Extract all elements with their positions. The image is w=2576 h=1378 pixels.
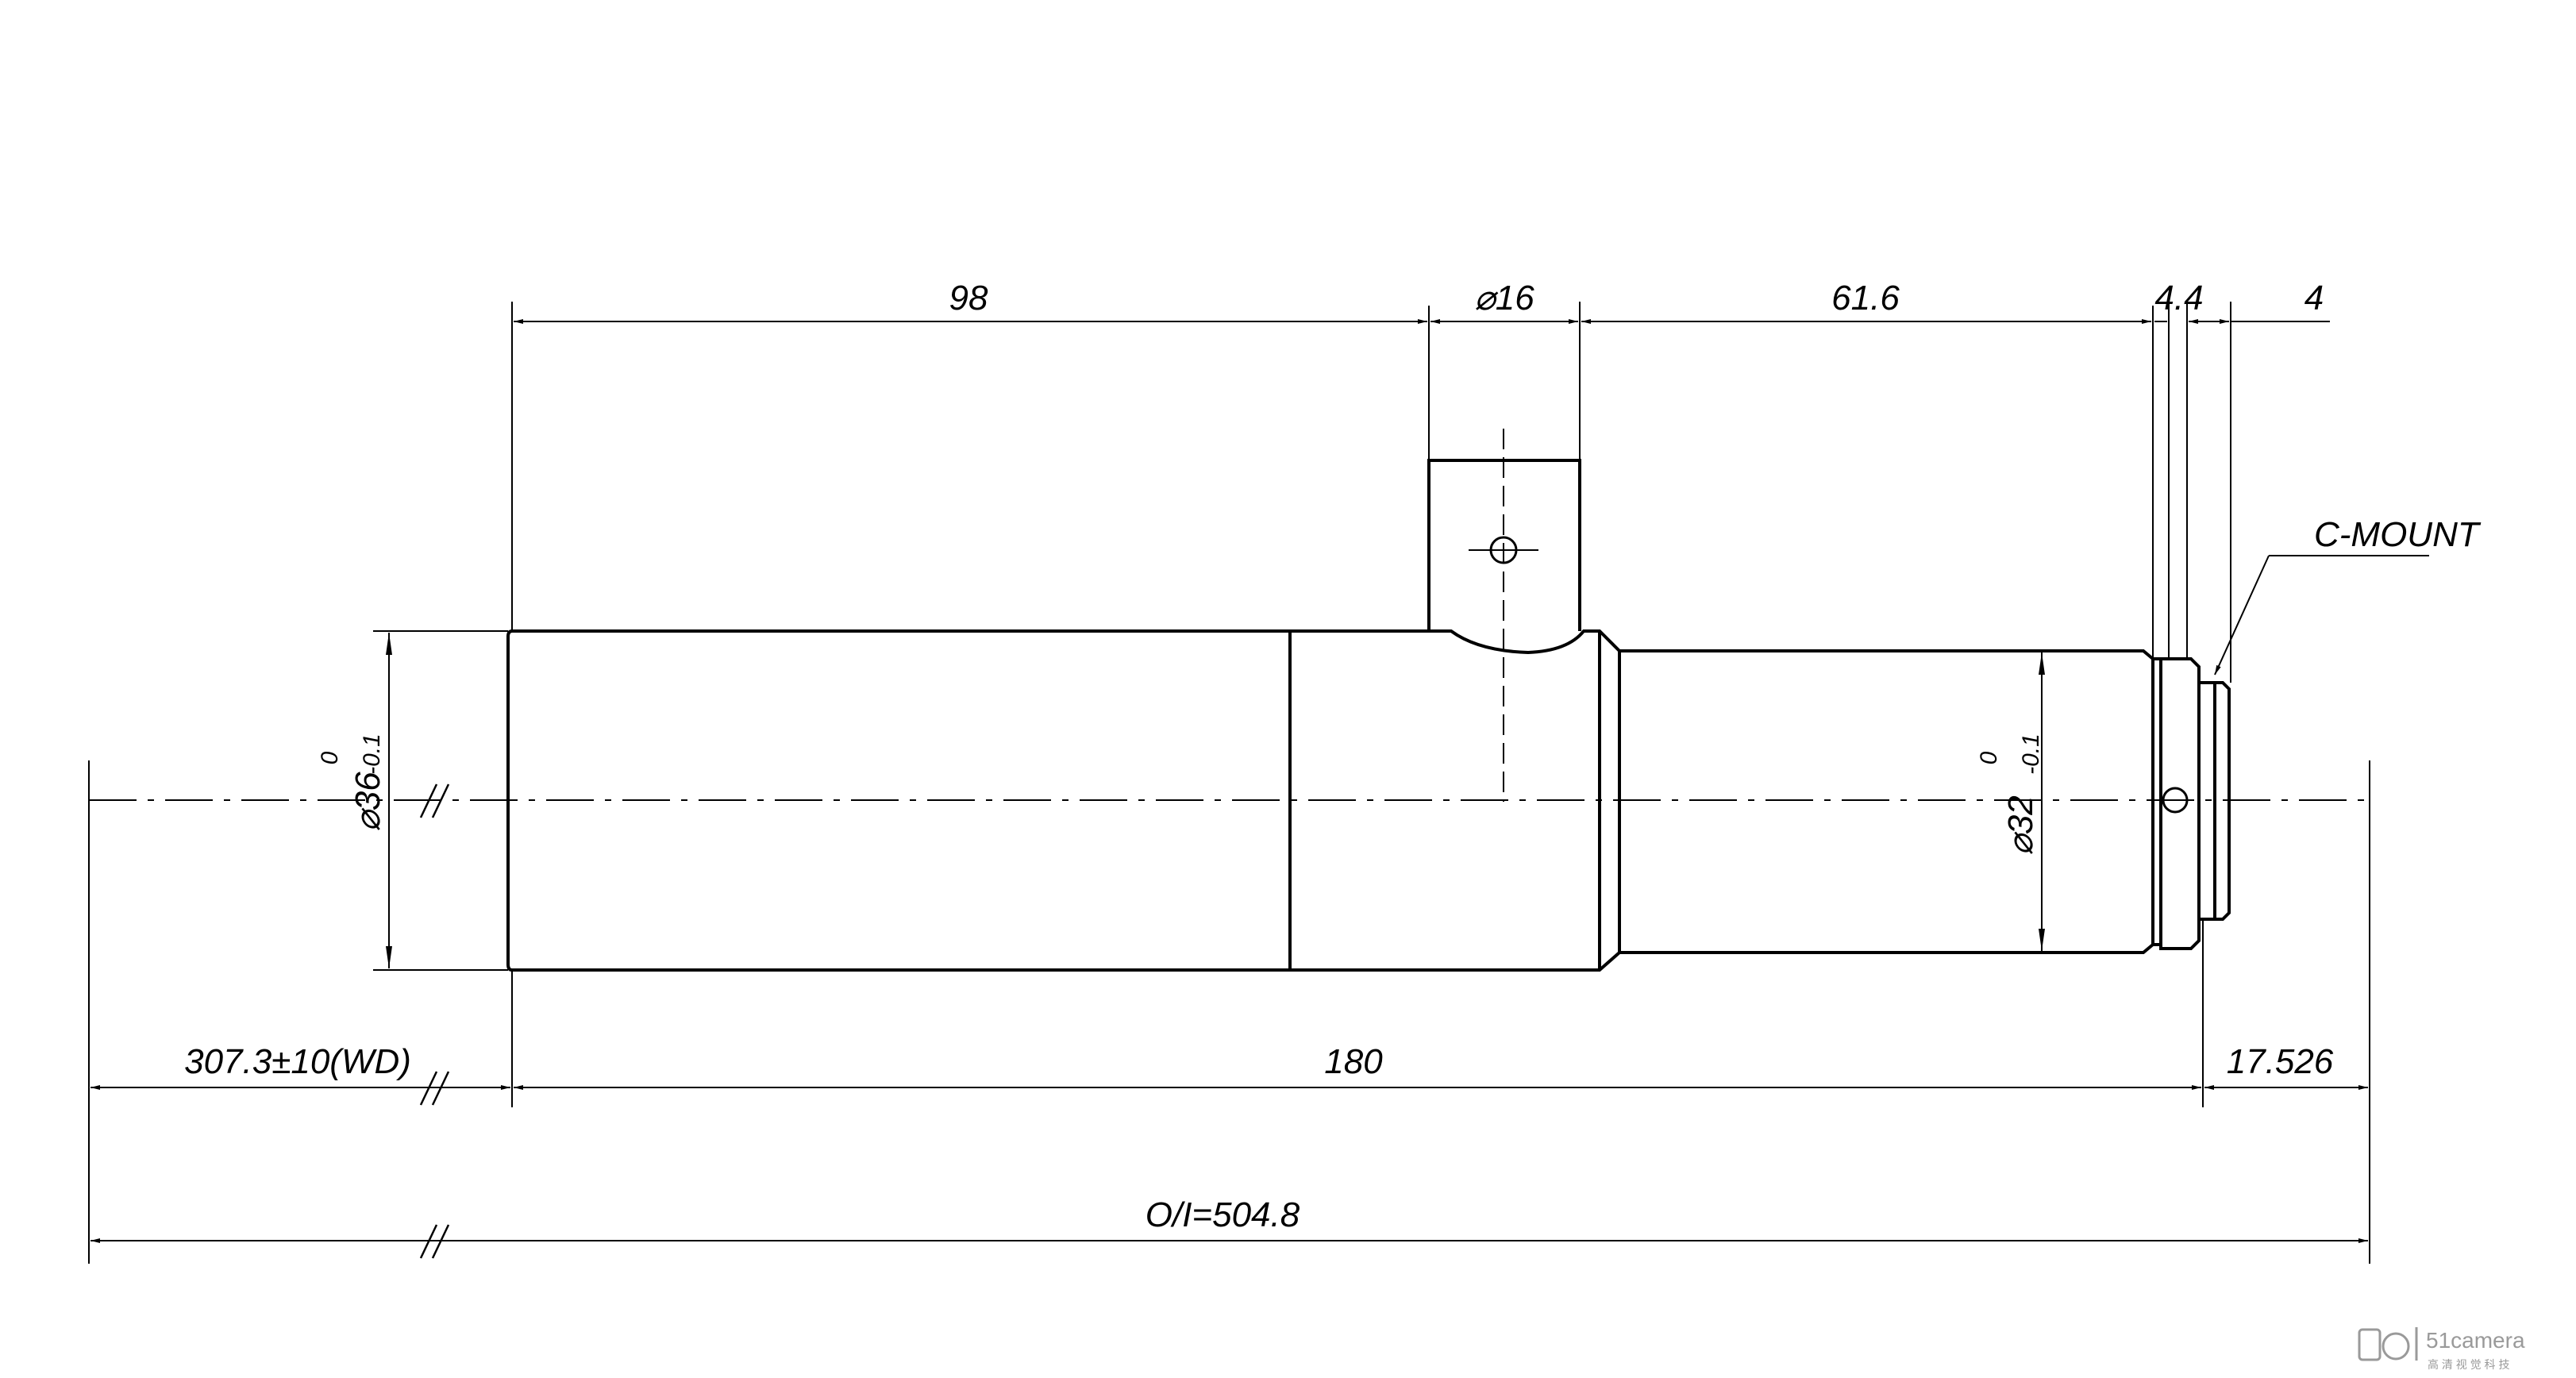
- dim-17-526: 17.526: [2227, 1042, 2334, 1081]
- dim-4: 4: [2305, 279, 2324, 318]
- dim-4-4: 4.4: [2154, 279, 2203, 318]
- dim-diameter-36: ⌀36: [348, 772, 387, 832]
- break-marks-bottom: [419, 1071, 450, 1259]
- dim-diameter-32: ⌀32: [2001, 795, 2040, 855]
- side-tube-center: [1469, 429, 2189, 814]
- lens-body: [506, 459, 2231, 972]
- c-mount-leader: [2214, 555, 2429, 676]
- watermark-logo: [2358, 1327, 2418, 1361]
- dim-working-distance: 307.3±10(WD): [184, 1042, 411, 1081]
- top-dimension-lines: [511, 302, 2330, 683]
- break-mark-center: [419, 783, 450, 818]
- dim-180: 180: [1324, 1042, 1383, 1081]
- watermark-subtitle: 高 清 视 觉 科 技: [2428, 1358, 2509, 1371]
- bottom-dimension-lines: [88, 760, 2370, 1264]
- tol-32-upper: 0: [1976, 751, 2002, 764]
- dim-98: 98: [949, 279, 988, 318]
- dim-object-image-distance: O/I=504.8: [1146, 1195, 1300, 1234]
- dim-diameter-16: ⌀16: [1474, 279, 1534, 318]
- tol-32-lower: -0.1: [2018, 733, 2044, 775]
- tol-36-lower: -0.1: [359, 733, 385, 775]
- dim-61-6: 61.6: [1831, 279, 1900, 318]
- tol-36-upper: 0: [317, 751, 343, 764]
- watermark-brand: 51camera: [2426, 1328, 2525, 1353]
- callout-c-mount: C-MOUNT: [2314, 515, 2482, 554]
- dim-diameter-36-lines: [373, 630, 508, 971]
